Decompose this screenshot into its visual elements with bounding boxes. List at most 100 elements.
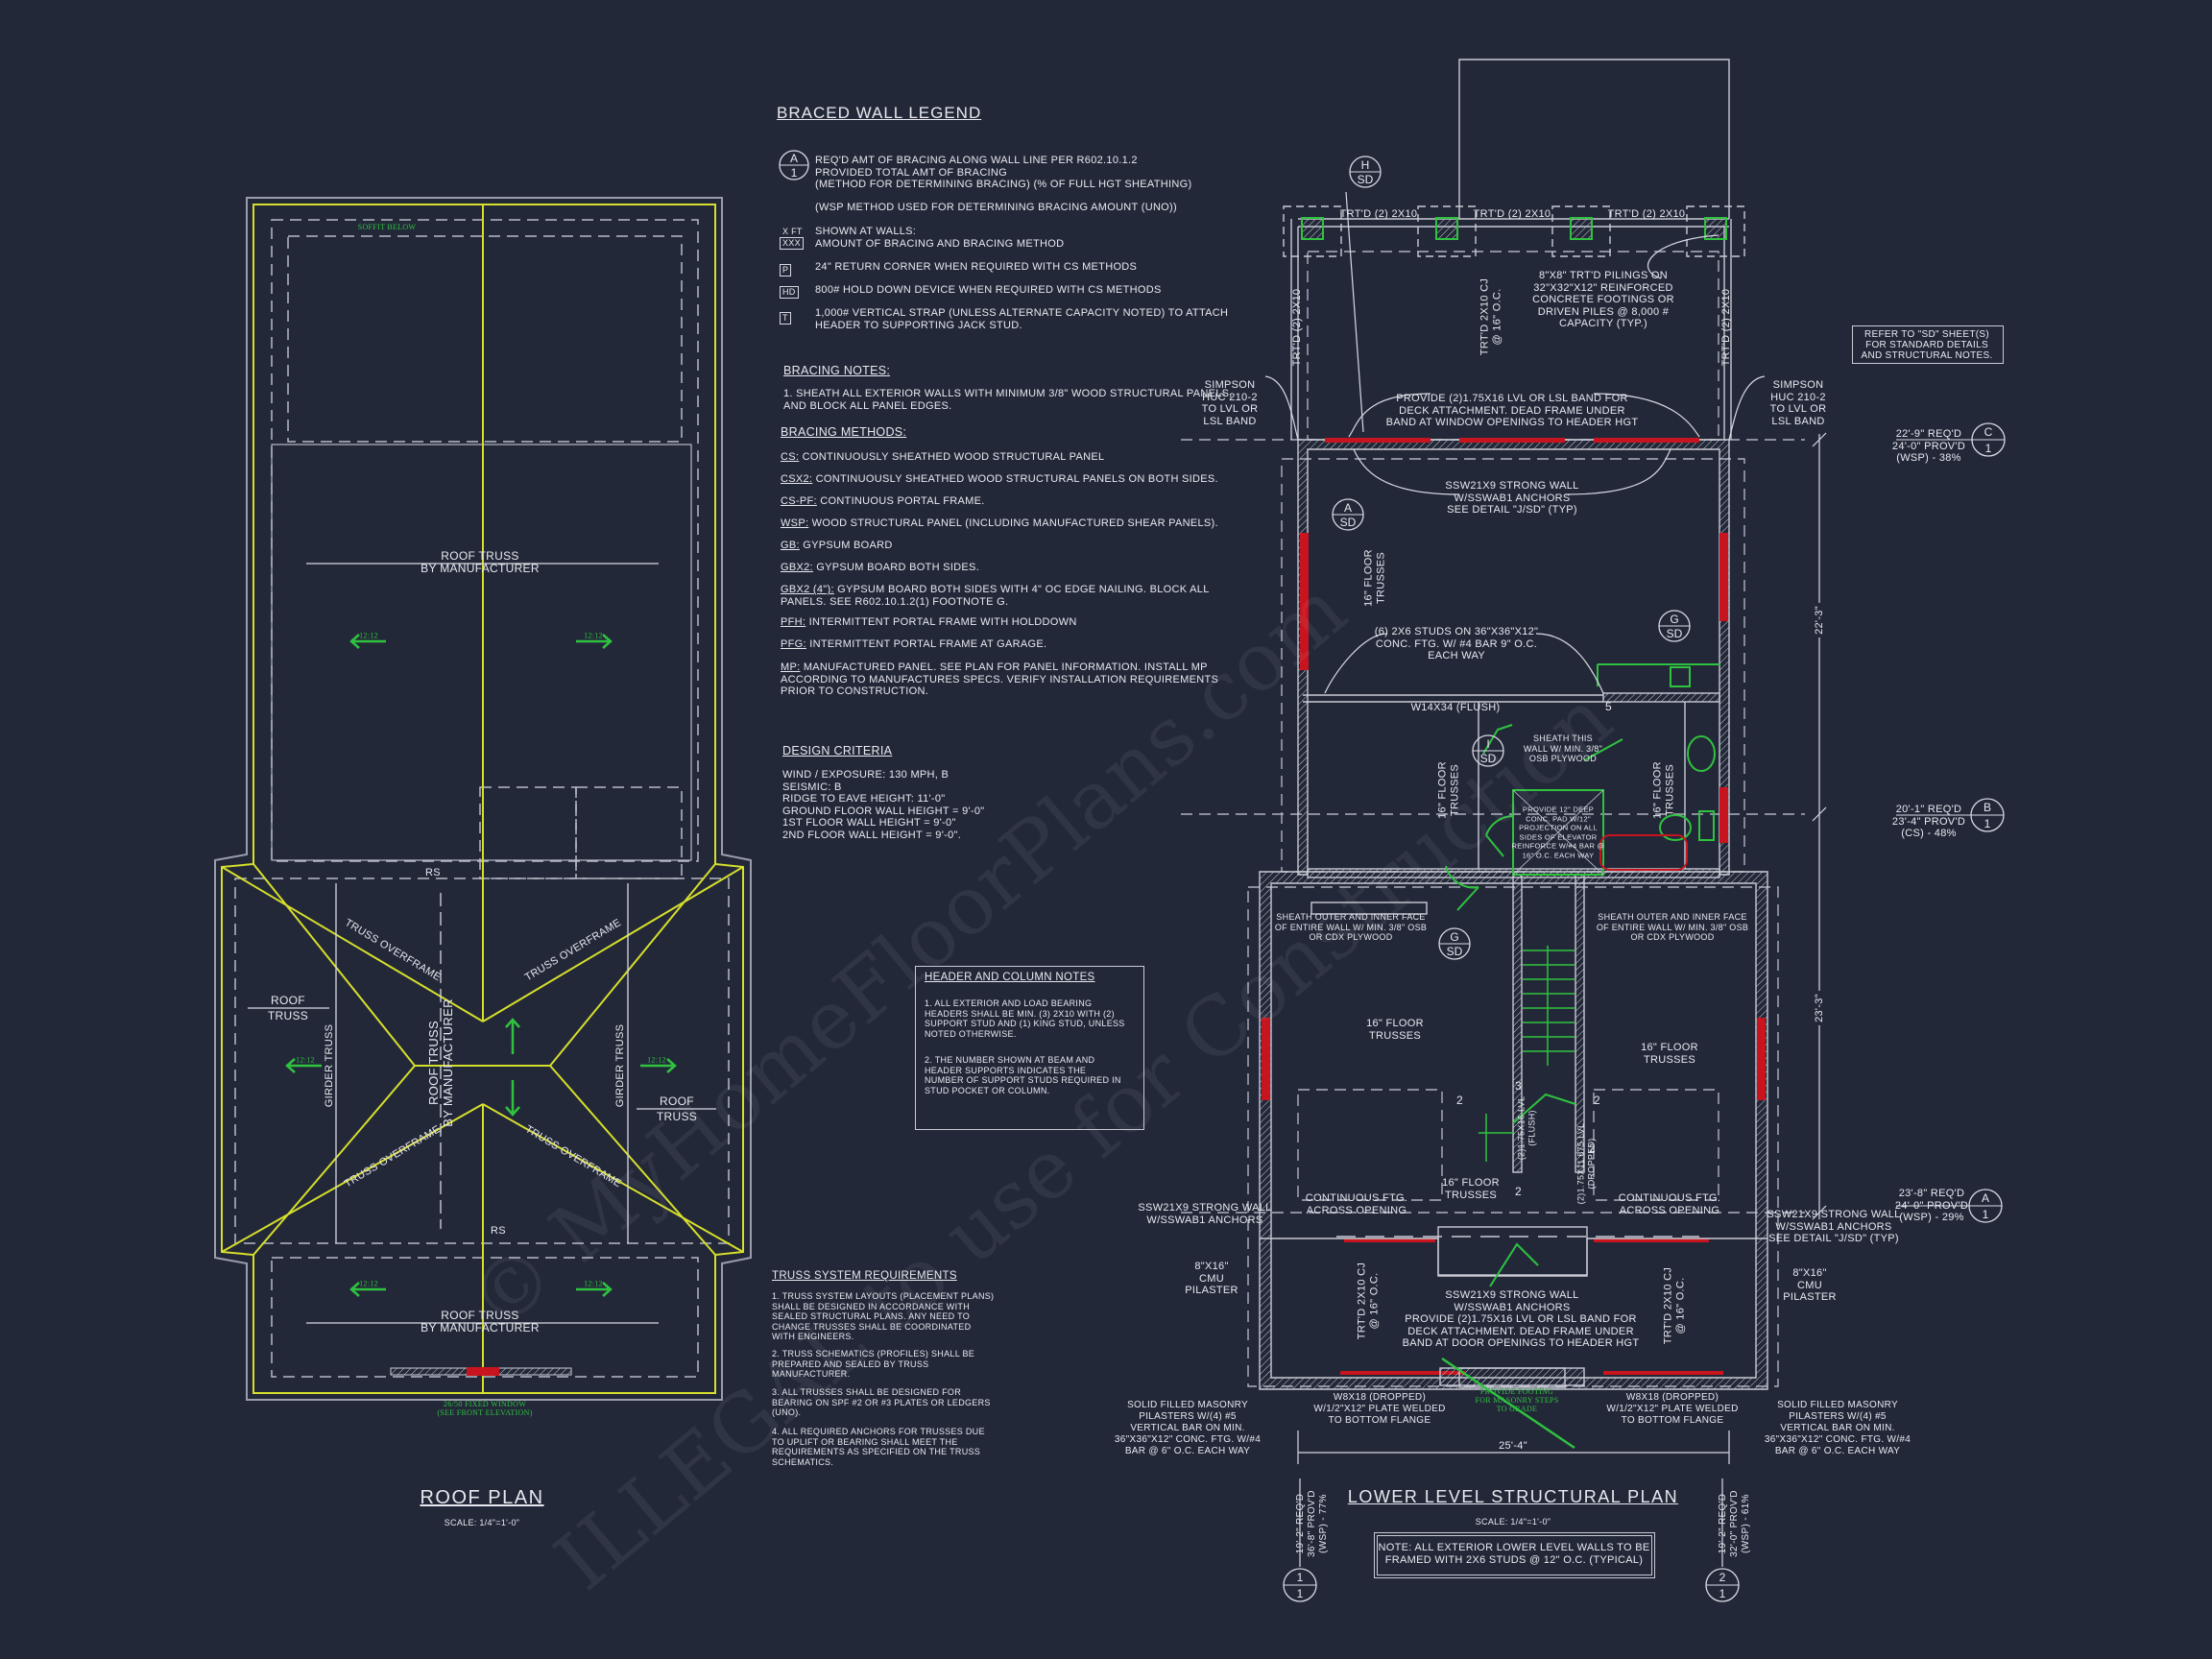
rs-label: RS — [425, 867, 441, 878]
fixed-window-label: 26/50 FIXED WINDOW (SEE FRONT ELEVATION) — [437, 1400, 533, 1417]
floor-trusses-label: 16" FLOOR TRUSSES — [1651, 761, 1676, 819]
continuous-ftg-note: CONTINUOUS FTG. ACROSS OPENING — [1305, 1192, 1408, 1216]
svg-text:A: A — [1344, 501, 1352, 515]
strong-wall-note: SSW21x9 STRONG WALL w/SSWAB1 ANCHORS SEE… — [1767, 1209, 1901, 1244]
plan-title: LOWER LEVEL STRUCTURAL PLAN — [1347, 1487, 1679, 1506]
bracing-method: CS: CONTINUOUSLY SHEATHED WOOD STRUCTURA… — [781, 451, 1105, 463]
plan-note: NOTE: ALL EXTERIOR LOWER LEVEL WALLS TO … — [1378, 1542, 1650, 1566]
svg-text:1: 1 — [791, 166, 798, 180]
windows — [1262, 438, 1766, 1375]
bracing-method: PFH: INTERMITTENT PORTAL FRAME WITH HOLD… — [781, 616, 1077, 628]
refer-sd-box — [1852, 325, 2004, 364]
pilings-note: 8"x8" TRT'D PILINGS ON 32"x32"x12" REINF… — [1532, 270, 1674, 329]
green-fixtures — [1441, 663, 1720, 1450]
header-notes-box — [915, 966, 1144, 1130]
w8-note: W8x18 (DROPPED) w/1/2"x12" PLATE WELDED … — [1313, 1392, 1446, 1426]
bracing-marker-1: 1 1 — [1283, 1568, 1317, 1602]
svg-text:C: C — [1984, 425, 1993, 439]
bracing-notes-title: BRACING NOTES: — [783, 364, 891, 377]
pitch-label: 12:12 — [584, 1279, 603, 1288]
truss-requirements-title: TRUSS SYSTEM REQUIREMENTS — [772, 1270, 957, 1282]
svg-text:1: 1 — [1984, 817, 1991, 830]
roof-truss-vertical-label: ROOF TRUSS BY MANUFACTURER — [426, 998, 455, 1127]
studs-note: (6) 2x6 STUDS ON 36"x36"x12" CONC. FTG. … — [1374, 626, 1539, 661]
bracing-method: PFG: INTERMITTENT PORTAL FRAME AT GARAGE… — [781, 638, 1047, 650]
bracing-marker-c: C 1 — [1896, 422, 2006, 457]
sheath-outer-note: SHEATH OUTER AND INNER FACE OF ENTIRE WA… — [1596, 912, 1749, 942]
plan-scale: SCALE: 1/4"=1'-0" — [1475, 1517, 1551, 1527]
svg-text:1: 1 — [1297, 1587, 1304, 1600]
band-door-note: PROVIDE (2)1.75x16 LVL OR LSL BAND FOR D… — [1402, 1313, 1640, 1349]
bathtub — [1599, 834, 1688, 871]
floor-trusses-label: 16" FLOOR TRUSSES — [1641, 1042, 1698, 1066]
girder-truss-label: GIRDER TRUSS — [613, 1023, 626, 1108]
bracing-method: GBx2: GYPSUM BOARD BOTH SIDES. — [781, 562, 980, 573]
legend-t-symbol: T — [780, 312, 791, 325]
svg-text:SD: SD — [1358, 173, 1374, 186]
pitch-label: 12:12 — [359, 631, 378, 640]
svg-text:SD: SD — [1447, 945, 1463, 958]
svg-text:1: 1 — [1719, 1587, 1726, 1600]
deck-above-outline — [1458, 59, 1730, 219]
stud-count: 5 — [1605, 700, 1612, 713]
roof-truss-label: ROOF TRUSS BY MANUFACTURER — [421, 1309, 540, 1334]
legend-xft-text: SHOWN AT WALLS: AMOUNT OF BRACING AND BR… — [815, 226, 1065, 250]
beam-label: TRT'D (2) 2x10 — [1339, 208, 1418, 220]
svg-text:SD: SD — [1667, 627, 1683, 640]
dimension-upper: 22'-3" — [1813, 603, 1826, 637]
svg-text:SD: SD — [1340, 516, 1357, 529]
deck-beams — [1290, 218, 1732, 440]
bracing-method: WSP: WOOD STRUCTURAL PANEL (INCLUDING MA… — [781, 517, 1218, 529]
design-criteria-title: DESIGN CRITERIA — [782, 744, 893, 757]
dimension-width: 25'-4" — [1499, 1440, 1527, 1452]
sheath-outer-note: SHEATH OUTER AND INNER FACE OF ENTIRE WA… — [1274, 912, 1428, 942]
detail-marker-g: G SD — [1658, 610, 1691, 642]
legend-marker-text: REQ'D AMT OF BRACING ALONG WALL LINE PER… — [815, 155, 1192, 190]
truss-note: 2. TRUSS SCHEMATICS (PROFILES) SHALL BE … — [772, 1349, 975, 1379]
cmu-pilaster-note: 8"x16" CMU PILASTER — [1185, 1261, 1238, 1296]
lvl-flush-label: (2)1.75x16 LVL (FLUSH) — [1516, 1095, 1537, 1161]
stud-count: 2 — [1515, 1185, 1522, 1198]
joist-label: TRT'D 2x10 CJ @ 16" O.C. — [1662, 1266, 1687, 1345]
pitch-arrows — [285, 634, 677, 1297]
roof-outer-frame — [214, 197, 752, 1401]
pitch-label: 12:12 — [296, 1055, 315, 1065]
legend-title: BRACED WALL LEGEND — [777, 104, 982, 122]
beam-label-vertical: TRT'D (2) 2x10 — [1719, 288, 1732, 367]
bracing-method: MP: MANUFACTURED PANEL. SEE PLAN FOR PAN… — [781, 661, 1219, 697]
strong-wall-note: SSW21x9 STRONG WALL w/SSWAB1 ANCHORS — [1445, 1289, 1579, 1313]
hip-lines — [221, 863, 744, 1256]
beam-w14-label: W14x34 (FLUSH) — [1410, 702, 1501, 713]
strong-wall-note: SSW21x9 STRONG WALL w/SSWAB1 ANCHORS SEE… — [1445, 480, 1579, 516]
design-criteria-list: WIND / EXPOSURE: 130 MPH, B SEISMIC: B R… — [782, 769, 985, 841]
joist-label: TRT'D 2x10 CJ @ 16" O.C. — [1479, 277, 1503, 356]
dimension-lines — [1297, 191, 1827, 1567]
roof-truss-left-label: ROOF TRUSS — [267, 994, 309, 1022]
svg-text:G: G — [1450, 930, 1458, 944]
joist-label: TRT'D 2x10 CJ @ 16" O.C. — [1356, 1262, 1381, 1340]
continuous-ftg-note: CONTINUOUS FTG. ACROSS OPENING — [1618, 1192, 1721, 1216]
header-note: 1. ALL EXTERIOR AND LOAD BEARING HEADERS… — [925, 998, 1125, 1039]
bracing-marker-2: 2 1 — [1705, 1568, 1740, 1602]
plan-note-box — [1374, 1532, 1655, 1578]
legend-hd-text: 800# HOLD DOWN DEVICE WHEN REQUIRED WITH… — [815, 284, 1162, 296]
footing-steps-note: PROVIDE FOOTING FOR MASONRY STEPS TO GRA… — [1475, 1387, 1559, 1413]
bracing-method: CS-PF: CONTINUOUS PORTAL FRAME. — [781, 495, 985, 507]
stair-treads — [1479, 946, 1575, 1162]
bracing-method: CSx2: CONTINUOUSLY SHEATHED WOOD STRUCTU… — [781, 473, 1218, 485]
detail-marker-a: A SD — [1332, 498, 1364, 531]
floor-trusses-label: 16" FLOOR TRUSSES — [1442, 1177, 1500, 1201]
bracing-marker-a: A 1 — [1896, 1189, 2003, 1223]
svg-text:1: 1 — [1297, 1571, 1304, 1584]
truss-note: 4. ALL REQUIRED ANCHORS FOR TRUSSES DUE … — [772, 1427, 985, 1467]
detail-marker-g2: G SD — [1438, 927, 1471, 960]
roof-truss-label: ROOF TRUSS BY MANUFACTURER — [421, 549, 540, 575]
simpson-note-right: SIMPSON HUC 210-2 TO LVL OR LSL BAND — [1769, 379, 1827, 427]
truss-note: 1. TRUSS SYSTEM LAYOUTS (PLACEMENT PLANS… — [772, 1291, 995, 1341]
leader-lines — [1264, 234, 1766, 694]
legend-t-text: 1,000# VERTICAL STRAP (UNLESS ALTERNATE … — [815, 307, 1229, 331]
legend-xft-symbol: X FT — [782, 227, 803, 236]
bracing-a-text: 23'-8" REQ'D 24'-0" PROV'D (WSP) - 29% — [1894, 1188, 1969, 1223]
bracing-1-text: 19'-2" REQ'D 36'-8" PROV'D (WSP) - 77% — [1295, 1490, 1329, 1557]
